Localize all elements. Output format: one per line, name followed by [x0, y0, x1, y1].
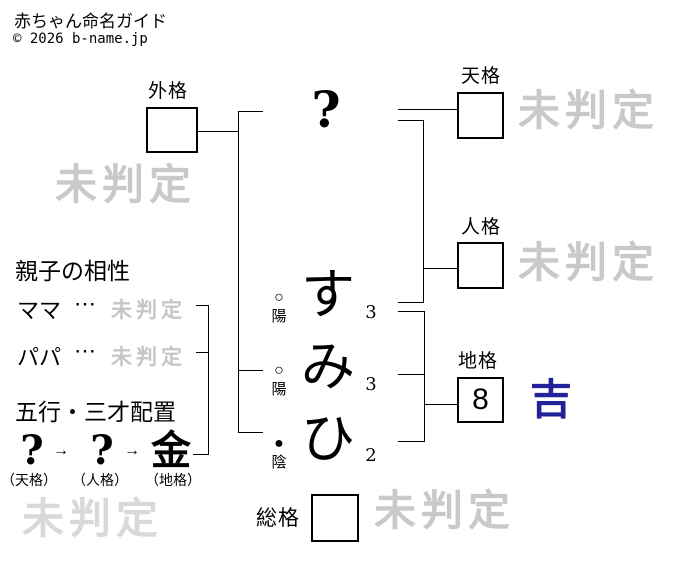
gaikaku-bracket-vertical-line: [238, 111, 239, 433]
gaikaku-label: 外格: [148, 81, 189, 102]
jinkaku-label: 人格: [461, 217, 502, 238]
gaikaku-tick-surname-line: [238, 111, 263, 112]
jinkaku-bracket-bottom-line: [398, 302, 424, 303]
chikaku-bracket-top-line: [398, 311, 425, 312]
compat-row-mama-separator: ⋯: [74, 291, 96, 316]
gogyo-heading: 五行・三才配置: [15, 399, 176, 425]
watermark-tenkaku: 未判定: [518, 86, 660, 135]
chikaku-bracket-bottom-line: [398, 441, 425, 442]
gogyo-element-tenkaku: ?: [20, 427, 44, 474]
chikaku-value-box: 8: [457, 377, 504, 423]
gogyo-label-tenkaku: （天格）: [1, 472, 57, 488]
name-char-2: み: [301, 335, 355, 398]
stroke-count-3: 2: [365, 445, 377, 466]
compat-tick-mama-line: [196, 305, 208, 306]
polarity-char-2: ○ 陽: [263, 362, 295, 398]
compat-row-papa-separator: ⋯: [74, 338, 96, 363]
compat-row-papa-label: パパ: [17, 345, 62, 370]
copyright-text: © 2026 b-name.jp: [13, 31, 148, 47]
tenkaku-connector-line: [398, 109, 457, 110]
gogyo-label-jinkaku: （人格）: [72, 472, 128, 488]
compat-row-mama-label: ママ: [17, 298, 62, 323]
chikaku-result-text: 吉: [530, 375, 573, 424]
polarity-char-1: ○ 陽: [263, 289, 295, 325]
watermark-gaikaku: 未判定: [55, 160, 197, 209]
compat-row-papa-result: 未判定: [111, 344, 186, 369]
watermark-bottom-left: 未判定: [22, 494, 164, 543]
chikaku-label: 地格: [458, 351, 499, 372]
chikaku-bracket-mid-line: [398, 374, 425, 375]
jinkaku-bracket-vertical-line: [423, 120, 424, 303]
name-char-1: す: [301, 263, 355, 326]
yin-circle-icon: ●: [274, 435, 284, 452]
compat-tick-papa-line: [196, 352, 208, 353]
compat-row-mama-result: 未判定: [111, 297, 186, 322]
page-title: 赤ちゃん命名ガイド: [14, 12, 167, 31]
polarity-label-2: 陽: [271, 381, 287, 398]
watermark-jinkaku: 未判定: [518, 238, 660, 287]
tenkaku-label: 天格: [461, 66, 502, 87]
stroke-count-2: 3: [365, 374, 377, 395]
gaikaku-tick-char2-line: [238, 370, 263, 371]
watermark-soukaku: 未判定: [374, 486, 516, 535]
stroke-count-1: 3: [365, 302, 377, 323]
polarity-label-3: 陰: [271, 454, 287, 471]
tenkaku-value-box: [457, 92, 504, 139]
polarity-label-1: 陽: [271, 308, 287, 325]
name-char-3: ひ: [301, 407, 355, 470]
soukaku-label: 総格: [256, 507, 300, 530]
soukaku-value-box: [311, 494, 359, 542]
chikaku-bracket-vertical-line: [424, 311, 425, 442]
gogyo-element-chikaku: 金: [151, 427, 191, 474]
polarity-char-3: ● 陰: [263, 435, 295, 471]
gogyo-element-jinkaku: ?: [90, 427, 114, 474]
compat-bracket-vertical-line: [208, 305, 209, 455]
gaikaku-connector-line: [198, 131, 238, 132]
yang-circle-icon: ○: [274, 362, 284, 379]
gaikaku-value-box: [146, 107, 198, 153]
surname-placeholder: ?: [311, 80, 341, 139]
compat-heading: 親子の相性: [15, 258, 130, 284]
gogyo-arrow-icon: →: [53, 442, 69, 459]
jinkaku-value-box: [457, 242, 504, 289]
chikaku-connector-line: [424, 404, 457, 405]
yang-circle-icon: ○: [274, 289, 284, 306]
compat-tick-gogyo-line: [193, 454, 208, 455]
jinkaku-bracket-top-line: [398, 120, 424, 121]
gaikaku-tick-char3-line: [238, 432, 263, 433]
gogyo-label-chikaku: （地格）: [145, 472, 201, 488]
gogyo-arrow-icon: →: [124, 442, 140, 459]
jinkaku-connector-line: [423, 268, 457, 269]
